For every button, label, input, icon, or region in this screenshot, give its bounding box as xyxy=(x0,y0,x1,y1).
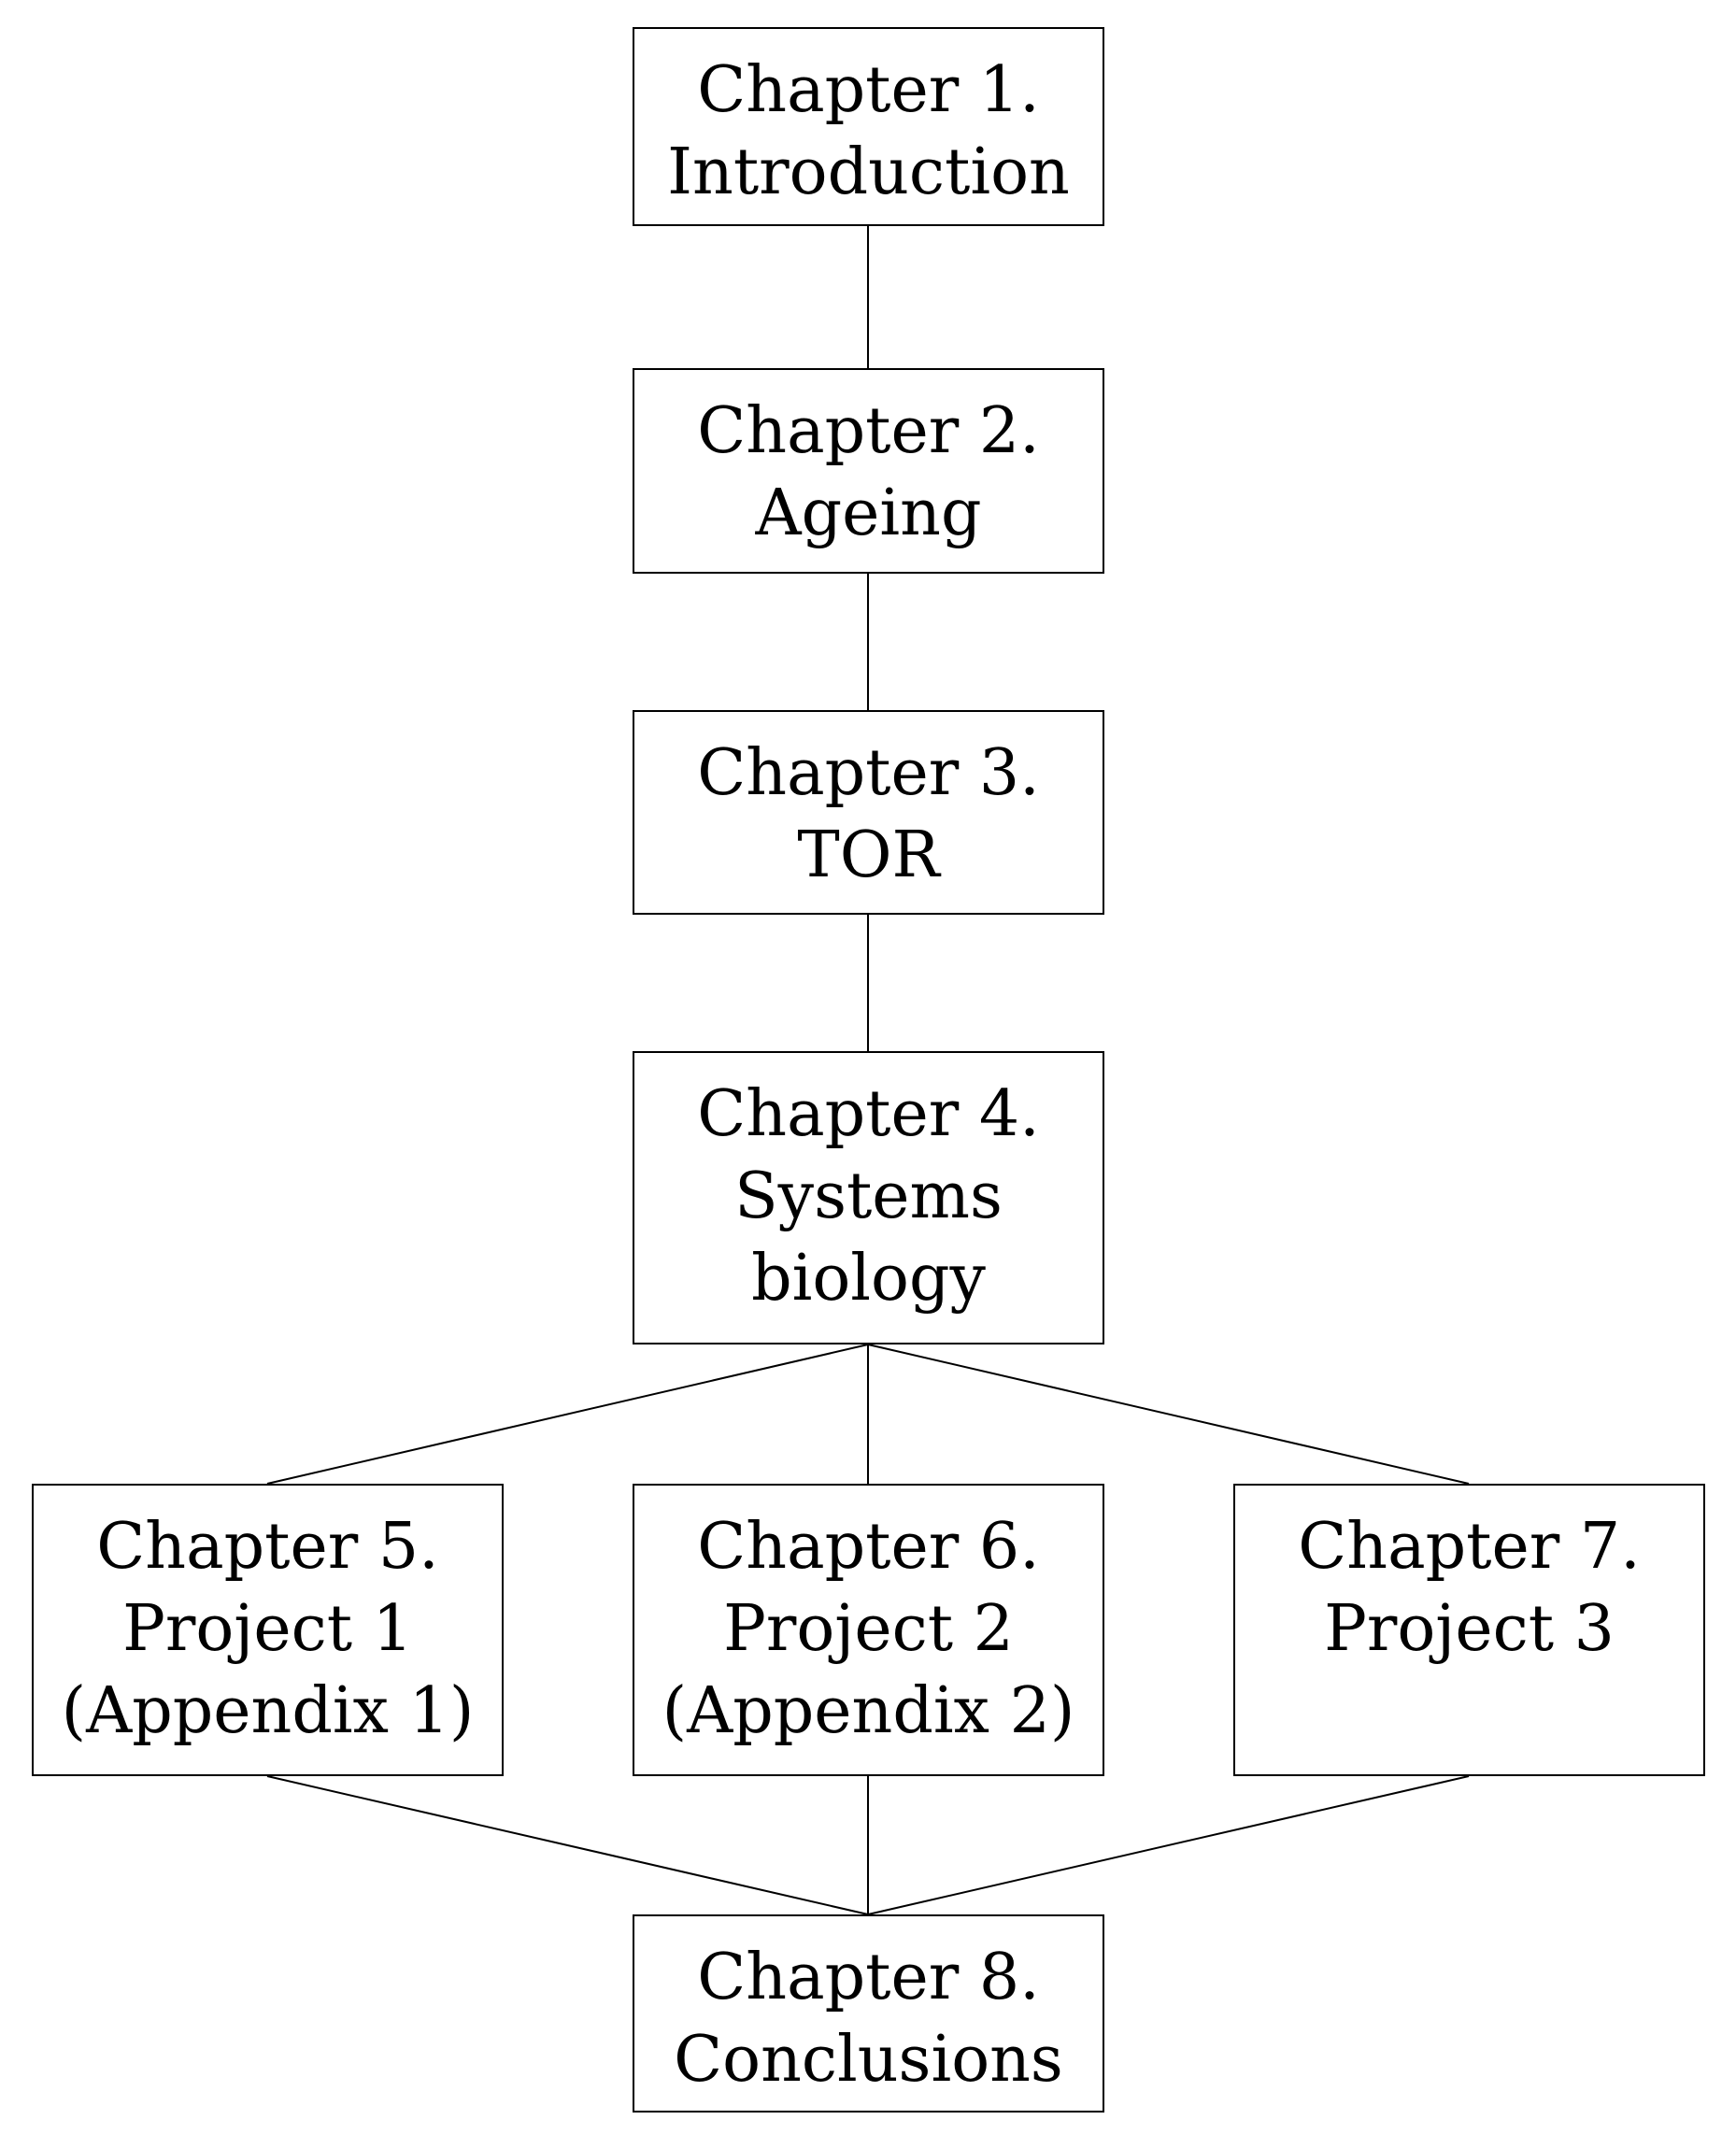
connector-chapter-4-to-chapter-7 xyxy=(867,1344,1470,1485)
chapter-1-box: Chapter 1. Introduction xyxy=(633,27,1104,226)
chapter-3-title: TOR xyxy=(797,818,940,892)
chapter-2-heading: Chapter 2. xyxy=(697,394,1040,468)
chapter-1-title: Introduction xyxy=(667,135,1070,209)
connector-chapter-4-to-chapter-5 xyxy=(266,1344,869,1485)
chapter-5-title: Project 1 xyxy=(122,1592,413,1666)
chapter-6-appendix: (Appendix 2) xyxy=(662,1674,1075,1748)
chapter-6-heading: Chapter 6. xyxy=(697,1510,1040,1584)
connector-chapter-7-to-chapter-8 xyxy=(867,1775,1470,1915)
chapter-5-heading: Chapter 5. xyxy=(96,1510,439,1584)
chapter-3-heading: Chapter 3. xyxy=(697,736,1040,810)
chapter-7-box: Chapter 7. Project 3 xyxy=(1233,1484,1705,1776)
chapter-1-heading: Chapter 1. xyxy=(697,53,1040,127)
chapter-4-title-line-2: biology xyxy=(751,1242,986,1316)
chapter-7-heading: Chapter 7. xyxy=(1298,1510,1641,1584)
chapter-8-title: Conclusions xyxy=(674,2023,1063,2097)
chapter-3-box: Chapter 3. TOR xyxy=(633,710,1104,915)
chapter-6-title: Project 2 xyxy=(723,1592,1014,1666)
chapter-5-box: Chapter 5. Project 1 (Appendix 1) xyxy=(32,1484,504,1776)
chapter-7-title: Project 3 xyxy=(1324,1592,1615,1666)
chapter-6-box: Chapter 6. Project 2 (Appendix 2) xyxy=(633,1484,1104,1776)
connector-chapter-5-to-chapter-8 xyxy=(266,1775,869,1915)
chapter-2-title: Ageing xyxy=(755,477,982,550)
chapter-8-heading: Chapter 8. xyxy=(697,1941,1040,2014)
chapter-4-title-line-1: Systems xyxy=(734,1159,1003,1233)
chapter-2-box: Chapter 2. Ageing xyxy=(633,368,1104,574)
chapter-4-box: Chapter 4. Systems biology xyxy=(633,1051,1104,1344)
chapter-5-appendix: (Appendix 1) xyxy=(61,1674,475,1748)
chapter-4-heading: Chapter 4. xyxy=(697,1077,1040,1151)
chapter-8-box: Chapter 8. Conclusions xyxy=(633,1914,1104,2113)
